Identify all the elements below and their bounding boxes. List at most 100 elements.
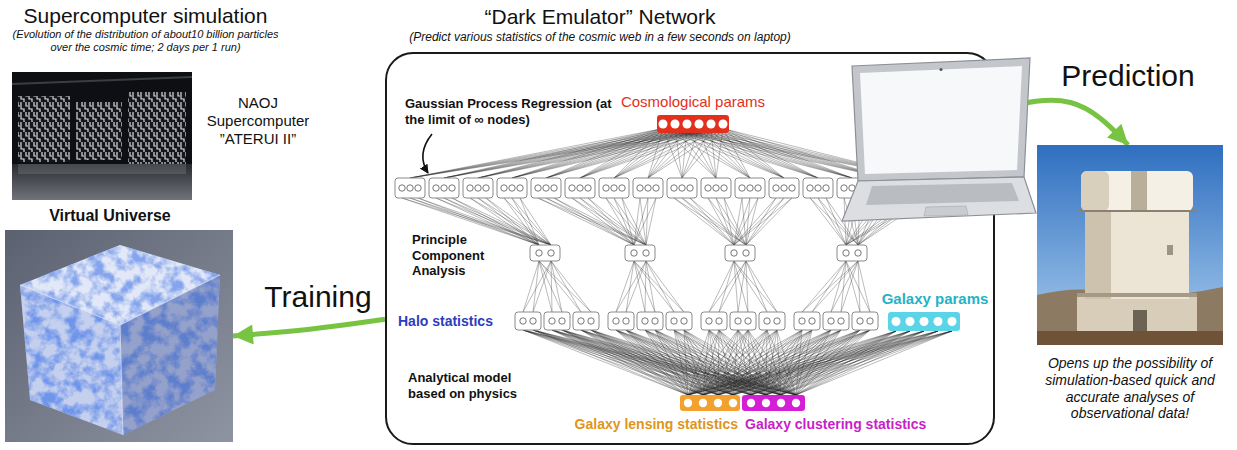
neuron-dot [762, 399, 770, 407]
supercomputer-photo [12, 72, 192, 200]
ledge [1077, 293, 1197, 297]
layer-unit-box [625, 245, 655, 261]
neuron-dot [739, 185, 745, 191]
layer-unit-box [701, 178, 731, 198]
neuron-dot [449, 185, 455, 191]
neuron-dot [399, 185, 405, 191]
layer-unit-box [823, 312, 849, 330]
neuron-dot [729, 399, 737, 407]
method-label: Principle Component Analysis [412, 232, 500, 279]
network-wire [682, 198, 734, 245]
network-wire [512, 198, 551, 245]
network-wire [539, 261, 581, 312]
method-label: Gaussian Process Regression (at the limi… [405, 96, 620, 127]
floor-reflection [18, 164, 186, 174]
neuron-dot [920, 317, 929, 326]
network-wire [663, 129, 784, 179]
output-unit-box [742, 395, 805, 411]
neuron-dot [475, 185, 481, 191]
network-wire [616, 330, 781, 395]
cube-edge [20, 275, 220, 435]
neuron-dot [792, 399, 800, 407]
input-unit-box [888, 312, 960, 331]
section-heading: Supercomputer simulation [3, 3, 288, 28]
network-wire [572, 198, 634, 245]
section-subtitle: (Predict various statistics of the cosmi… [335, 30, 865, 44]
photo-floor [12, 164, 192, 200]
network-wire [552, 330, 733, 395]
network-wire [512, 129, 663, 179]
photo-panel: Opens up the possibility of simulation-b… [1037, 145, 1223, 345]
neuron-dot [551, 185, 557, 191]
neuron-dot [892, 317, 901, 326]
layer-unit-box [725, 245, 755, 261]
edge-label: Training [264, 279, 371, 315]
network-wire [551, 261, 591, 312]
network-wire [622, 198, 646, 245]
laptop-keyboard [866, 183, 1019, 205]
network-wire [688, 331, 910, 395]
neuron-dot [695, 120, 704, 129]
network-wire [614, 198, 646, 245]
network-wire [716, 198, 746, 245]
network-wire [718, 331, 952, 395]
neuron-dot [679, 185, 685, 191]
neuron-dot [509, 185, 515, 191]
neuron-dot [789, 185, 795, 191]
network-wire [746, 261, 748, 312]
network-wire [719, 261, 746, 312]
network-wire [523, 330, 751, 395]
network-wire [703, 331, 952, 395]
layer-unit-box [599, 178, 629, 198]
network-wire [626, 261, 634, 312]
neuron-dot [433, 185, 439, 191]
neuron-dot [867, 318, 873, 324]
network-wire [554, 198, 634, 245]
neuron-dot [530, 318, 536, 324]
network-wire [746, 198, 792, 245]
enclosure-shade [1081, 171, 1109, 211]
network-wire [688, 330, 860, 395]
network-wire [580, 129, 675, 179]
neuron-dot [699, 399, 707, 407]
output-unit-box [680, 395, 740, 411]
neuron-dot [543, 185, 549, 191]
neuron-dot [683, 120, 692, 129]
network-wire [646, 261, 684, 312]
window [1167, 245, 1173, 255]
network-wire [572, 198, 646, 245]
laptop-trackpad [924, 206, 968, 216]
neuron-dot [520, 318, 526, 324]
layer-unit-box [497, 178, 527, 198]
rack-panel [18, 96, 70, 162]
network-wire [546, 198, 646, 245]
network-wire [533, 330, 796, 395]
rack-panel [76, 102, 122, 160]
network-wire [538, 198, 634, 245]
building-shade [1085, 207, 1111, 299]
layer-unit-box [701, 312, 727, 330]
network-wire [663, 129, 716, 179]
layer-unit-box [530, 245, 560, 261]
neuron-dot [659, 120, 668, 129]
network-wire [766, 331, 952, 395]
ceiling-line [12, 77, 192, 84]
network-wire [606, 198, 646, 245]
neuron-dot [764, 318, 770, 324]
neuron-dot [619, 185, 625, 191]
neuron-dot [548, 250, 554, 256]
network-wire [663, 129, 682, 179]
network-wire [588, 198, 646, 245]
sky [1037, 145, 1223, 345]
network-wire [831, 261, 858, 312]
neuron-dot [613, 318, 619, 324]
neuron-dot [681, 318, 687, 324]
neuron-dot [934, 317, 943, 326]
network-wire [688, 331, 938, 395]
neuron-dot [467, 185, 473, 191]
neuron-dot [747, 185, 753, 191]
neuron-dot [631, 250, 637, 256]
layer-unit-box [544, 312, 570, 330]
network-wire [674, 198, 746, 245]
neuron-dot [815, 185, 821, 191]
